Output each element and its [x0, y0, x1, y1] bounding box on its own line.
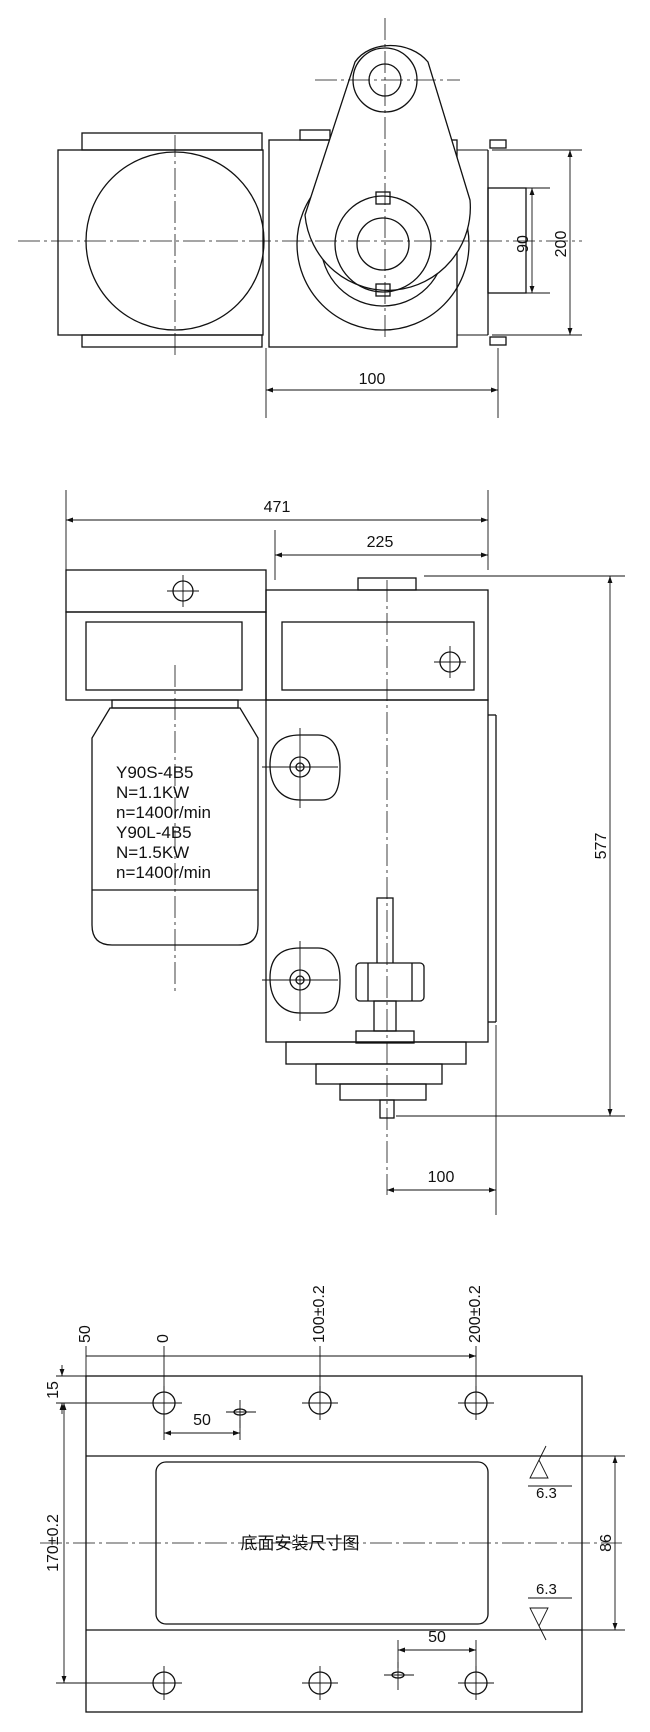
base-dim-mid: 100±0.2	[311, 1285, 328, 1343]
key-bottom	[375, 283, 391, 297]
base-dim-zero: 0	[155, 1334, 172, 1343]
top-dim-flange-inner: 90	[515, 235, 532, 253]
left-housing	[57, 149, 264, 336]
mounting-lug-top	[269, 734, 341, 801]
roughness-bottom: 6.3	[536, 1581, 557, 1598]
right-gear-case	[265, 589, 489, 701]
key-top	[375, 191, 391, 205]
motor-label-line-6: n=1400r/min	[116, 863, 211, 882]
mounting-lug-bottom	[269, 947, 341, 1014]
roughness-top: 6.3	[536, 1485, 557, 1502]
left-housing-bottom-flange	[81, 334, 263, 348]
base-step-1	[285, 1041, 467, 1065]
base-step-3	[339, 1083, 427, 1101]
motor-label-line-3: n=1400r/min	[116, 803, 211, 822]
left-housing-top-flange	[81, 132, 263, 151]
output-hub-bore	[356, 217, 410, 271]
base-title: 底面安装尺寸图	[241, 1534, 360, 1554]
roughness-symbol-top	[529, 1445, 549, 1479]
output-hub-outer	[334, 195, 432, 293]
oil-plug	[299, 129, 331, 141]
left-gear-case-window	[85, 621, 243, 691]
lever-arm	[304, 44, 471, 291]
front-view: 471 225 Y90S-4B5 N=1.1KW n=1400r/min Y90…	[65, 490, 625, 1215]
base-dim-hole-spacing-bottom: 50	[428, 1629, 446, 1646]
flange-bolt-top	[489, 139, 507, 149]
motor-label-line-4: Y90L-4B5	[116, 823, 192, 842]
base-dim-hole-spacing-top: 50	[193, 1412, 211, 1429]
roughness-symbol-bottom	[529, 1607, 549, 1641]
base-dim-left-margin: 50	[77, 1325, 94, 1343]
top-view: 100 200 90	[18, 18, 582, 418]
base-dim-right: 200±0.2	[467, 1285, 484, 1343]
base-step-2	[315, 1063, 443, 1085]
base-dim-top-margin: 15	[45, 1381, 62, 1399]
front-dim-height: 577	[593, 833, 610, 860]
base-dim-slot-height: 86	[598, 1534, 615, 1552]
motor-body	[91, 707, 259, 946]
front-dim-shaft-offset: 100	[428, 1169, 455, 1186]
left-gear-case	[65, 611, 267, 701]
motor-label-line-1: Y90S-4B5	[116, 763, 194, 782]
motor-label-line-2: N=1.1KW	[116, 783, 189, 802]
top-dim-flange-outer: 200	[553, 231, 570, 258]
top-dim-width: 100	[359, 371, 386, 388]
base-plate	[85, 1375, 583, 1713]
coupling	[355, 962, 425, 1002]
flange-bolt-bottom	[489, 336, 507, 346]
base-view: 底面安装尺寸图 50 0 100±0.2 200±0.2 15	[40, 1285, 625, 1713]
right-gear-case-window	[281, 621, 475, 691]
front-dim-right-width: 225	[367, 534, 394, 551]
motor-label-line-5: N=1.5KW	[116, 843, 189, 862]
motor-adapter-top	[65, 569, 267, 613]
base-dim-height: 170±0.2	[45, 1514, 62, 1572]
front-dim-total-width: 471	[264, 499, 291, 516]
